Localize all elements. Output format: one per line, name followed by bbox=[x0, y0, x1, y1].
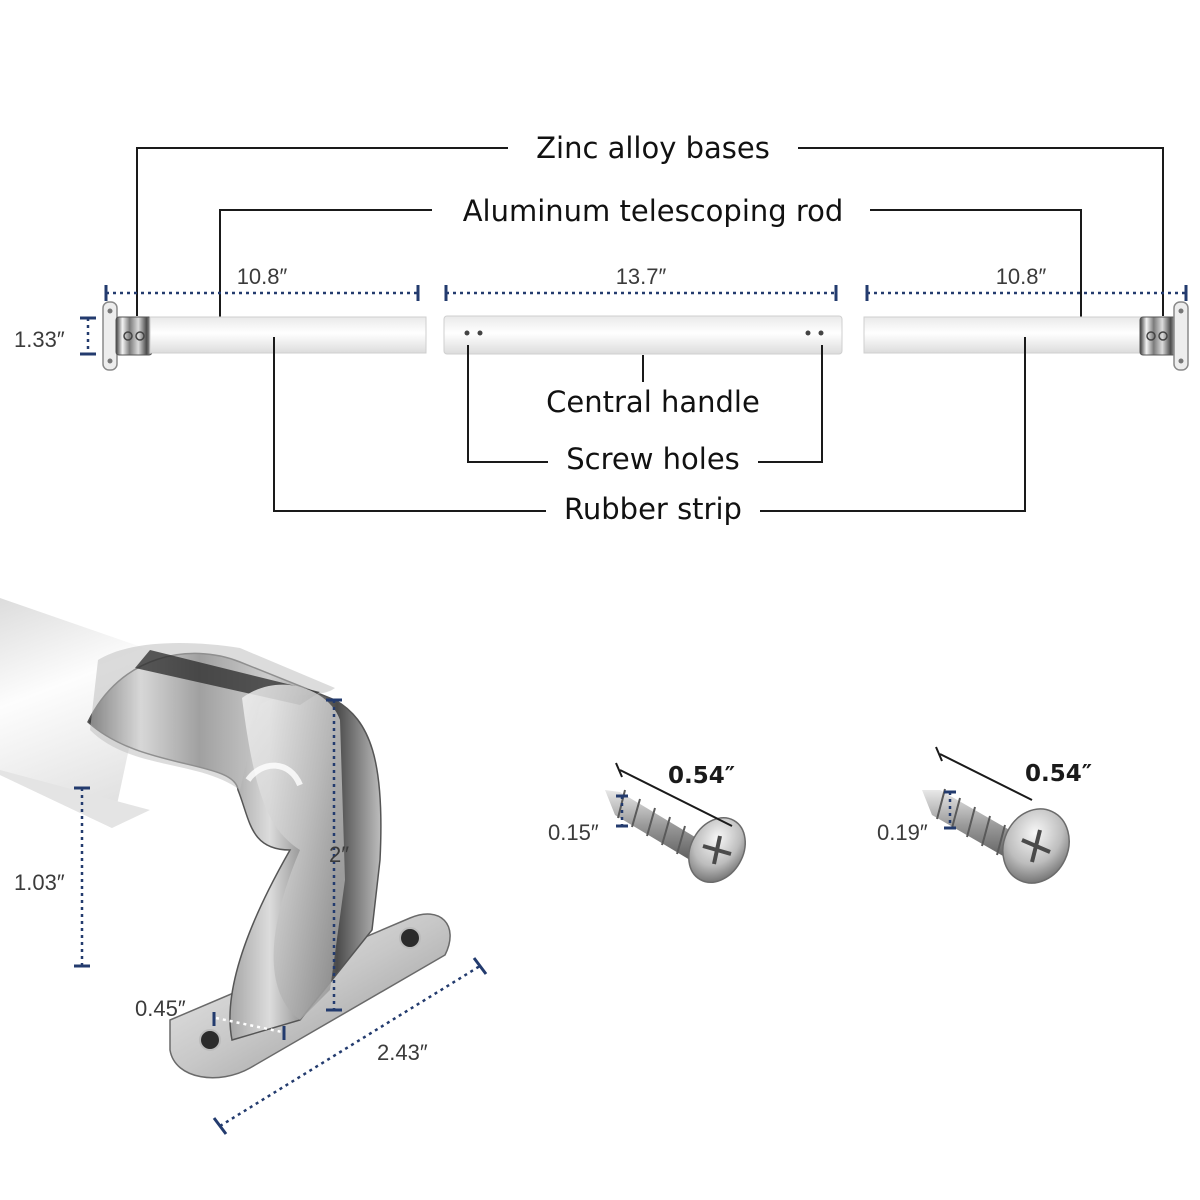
screw-holes-label: Screw holes bbox=[566, 442, 740, 476]
rod-center-height-dimension bbox=[74, 786, 90, 968]
left-rod-segment bbox=[149, 316, 427, 354]
rod-center-length-label: 13.7″ bbox=[616, 264, 667, 289]
rubber-strip-leader bbox=[273, 337, 1026, 512]
zinc-bases-leader bbox=[136, 147, 1164, 316]
rubber-strip-label: Rubber strip bbox=[564, 492, 742, 526]
right-rod-segment bbox=[863, 316, 1143, 354]
central-handle-label: Central handle bbox=[546, 385, 760, 419]
base-width-dimension bbox=[80, 316, 96, 356]
bracket-height-dimension bbox=[326, 698, 342, 1012]
zinc-bases-label: Zinc alloy bases bbox=[536, 131, 770, 165]
screw-hole-right bbox=[805, 330, 811, 336]
screw-hole-left bbox=[464, 330, 470, 336]
flat-screw-length-label: 0.54″ bbox=[668, 763, 735, 789]
flat-screw-length-dimension bbox=[615, 762, 733, 827]
pan-screw-length-label: 0.54″ bbox=[1025, 761, 1092, 787]
flat-screw-diameter-dimension bbox=[616, 794, 628, 828]
foot-thickness-dimension bbox=[212, 1012, 286, 1040]
left-zinc-base bbox=[102, 301, 153, 371]
foot-length-label: 2.43″ bbox=[377, 1040, 428, 1065]
base-width-label: 1.33″ bbox=[14, 327, 65, 352]
pan-head-screw bbox=[922, 788, 1070, 884]
flat-head-screw bbox=[605, 789, 746, 883]
flat-screw-diameter-label: 0.15″ bbox=[548, 820, 599, 845]
right-zinc-base bbox=[1139, 301, 1189, 371]
aluminum-rod-leader bbox=[219, 209, 1082, 318]
pan-screw-diameter-label: 0.19″ bbox=[877, 820, 928, 845]
rod-left-dimension bbox=[104, 285, 420, 301]
rod-center-dimension bbox=[444, 285, 838, 301]
pan-screw-length-dimension bbox=[935, 746, 1033, 801]
screw-holes-leader bbox=[467, 345, 823, 463]
foot-thickness-label: 0.45″ bbox=[135, 996, 186, 1021]
aluminum-rod-label: Aluminum telescoping rod bbox=[463, 194, 844, 228]
bracket-height-label: 2″ bbox=[329, 842, 349, 867]
foot-length-dimension bbox=[212, 957, 488, 1135]
central-handle bbox=[443, 315, 843, 355]
pan-screw-diameter-dimension bbox=[944, 790, 956, 830]
rod-center-height-label: 1.03″ bbox=[14, 870, 65, 895]
rod-right-length-label: 10.8″ bbox=[996, 264, 1047, 289]
rod-right-dimension bbox=[865, 285, 1188, 301]
bracket-closeup bbox=[0, 598, 451, 1079]
rod-left-length-label: 10.8″ bbox=[237, 264, 288, 289]
